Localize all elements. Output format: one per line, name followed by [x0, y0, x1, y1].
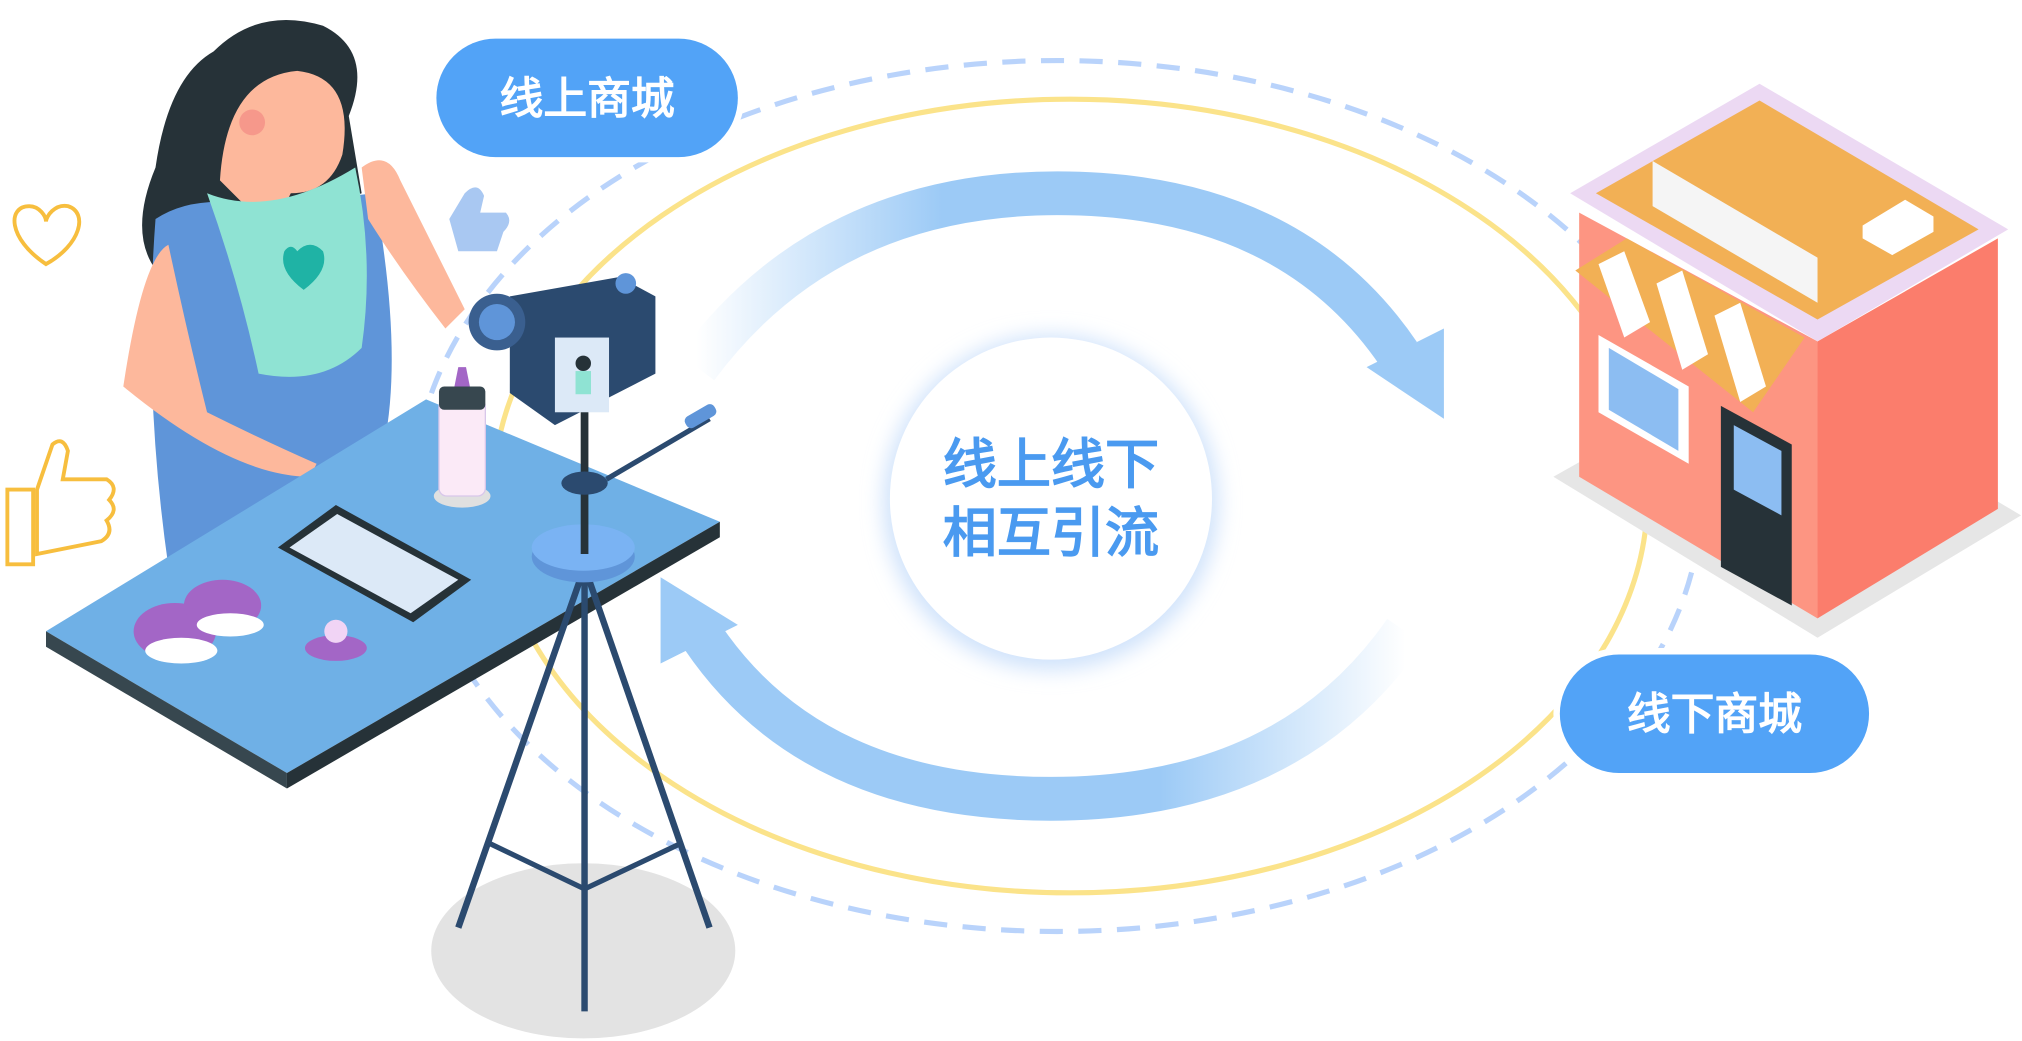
tripod-camera [455, 273, 717, 1012]
center-circle [889, 337, 1212, 660]
arrow-to-online [660, 577, 1424, 821]
arrow-to-offline [679, 171, 1444, 419]
online-mall-label: 线上商城 [500, 73, 675, 124]
center-text-line1: 线上线下 [943, 433, 1159, 496]
awning [1575, 238, 1805, 413]
thumbs-up-icon [449, 187, 510, 252]
online-mall-badge: 线上商城 [429, 33, 745, 163]
baby-shoes [133, 579, 264, 664]
thumbs-up-icon [5, 439, 116, 567]
center-text-line2: 相互引流 [943, 501, 1159, 564]
tablet [277, 505, 472, 623]
pacifier [304, 619, 367, 661]
table-illustration [46, 367, 720, 789]
baby-bottle [433, 367, 491, 508]
offline-mall-badge: 线下商城 [1553, 648, 1876, 780]
heart-icon [12, 203, 82, 267]
offline-store-illustration [1553, 83, 2022, 638]
offline-mall-label: 线下商城 [1627, 689, 1802, 740]
